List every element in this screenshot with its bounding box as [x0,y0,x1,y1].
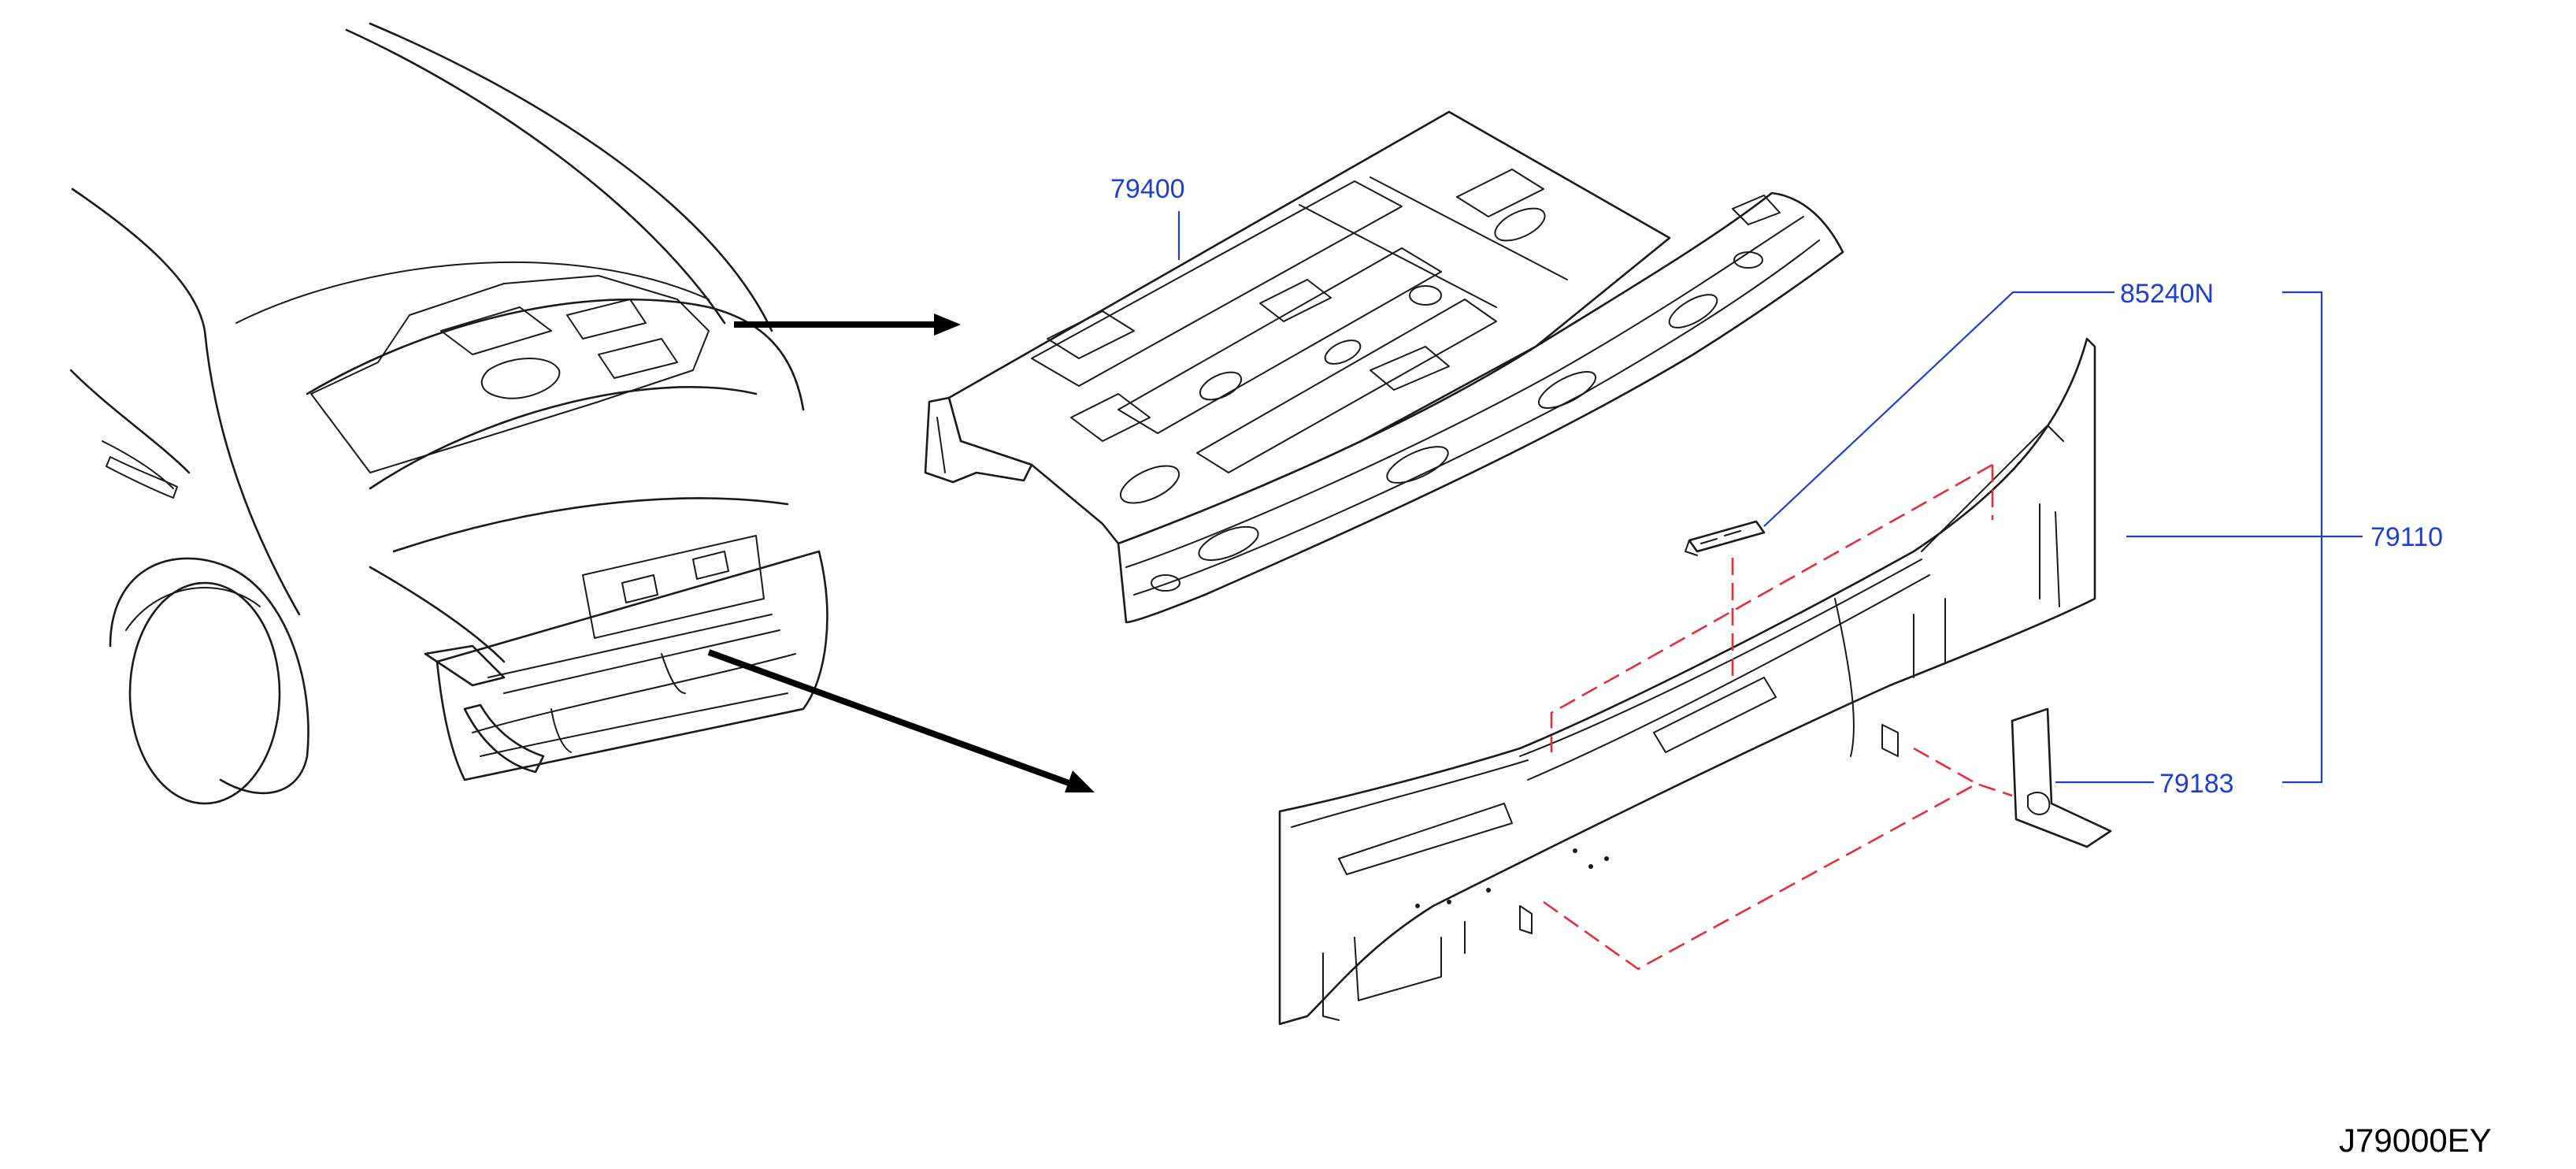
pointer-arrows [707,314,1095,792]
callout-label-79400: 79400 [1110,174,1185,204]
arrow-head-panel [1065,770,1095,792]
callout-79183: 79183 [2055,769,2234,799]
bracket-line-79110 [2282,291,2323,784]
rear-parcel-shelf-part [924,110,1844,624]
leader-line-85240N [1763,291,2115,527]
reinforcement-part [2011,707,2112,848]
callout-85240N: 85240N [1763,279,2214,527]
rear-panel-part [1278,337,2096,1026]
arrow-to-panel [707,649,1073,787]
diagram-code: J79000EY [2339,1122,2492,1159]
callout-79400: 79400 [1110,174,1185,260]
callout-label-85240N: 85240N [2120,279,2214,309]
car-rear-view [69,22,828,805]
callout-label-79110: 79110 [2370,522,2443,552]
bracket-part [1685,520,1766,556]
callout-label-79183: 79183 [2159,769,2234,799]
dashed-alignment-guides [1543,463,2013,970]
callout-79110: 79110 [2126,291,2443,784]
arrow-head-shelf [934,314,961,336]
